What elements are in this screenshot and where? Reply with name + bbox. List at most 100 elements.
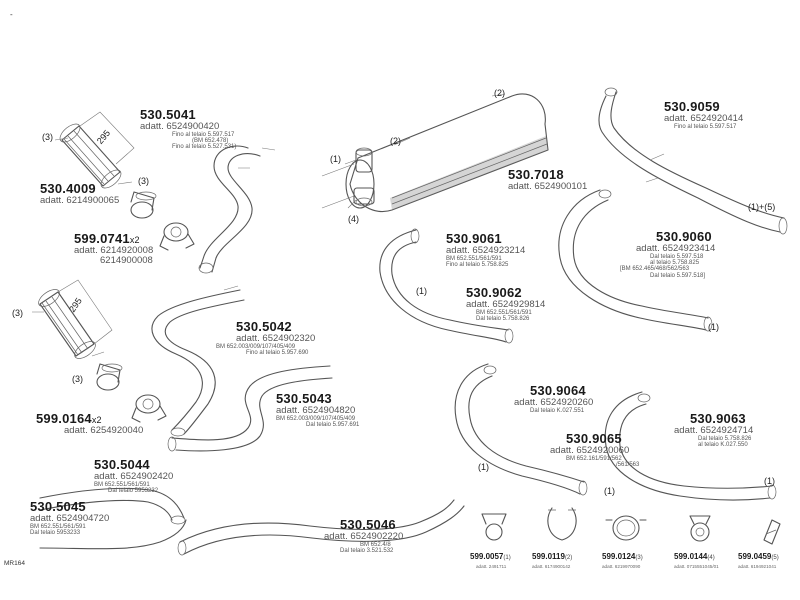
part-number: 530.9064 [530, 383, 586, 398]
callout-1-5: (1)+(5) [748, 202, 776, 212]
part-note: Dal telaio 5953232 [108, 487, 159, 494]
callout-1-9065: (1) [604, 486, 615, 496]
diagram-code: MR164 [4, 560, 25, 567]
part-note: BM 652.551/561/591 [30, 523, 86, 530]
part-adatt-alt: 6214900008 [100, 254, 153, 266]
part-adatt: adatt. 6524904720 [30, 512, 110, 524]
part-number: 530.5042 [236, 319, 292, 334]
part-adatt: adatt. 6524924714 [674, 424, 754, 436]
clamp-icon-599-0144 [689, 515, 711, 542]
part-number: 530.5045 [30, 499, 86, 514]
pipe-530-5046 [177, 499, 465, 556]
callout-1-9061: (1) [416, 286, 427, 296]
part-note: Fino al telaio 5.597.517 [172, 131, 235, 138]
pipe-530-5041 [198, 145, 276, 274]
part-note: (BM 652.478) [192, 137, 229, 144]
clamp-icon-599-0459 [763, 519, 781, 545]
part-label-530-9065: 530.9065 adatt. 6524920060 BM 652.161/59… [550, 431, 640, 468]
part-adatt: adatt. 6524902420 [94, 470, 174, 482]
part-number: 530.4009 [40, 181, 96, 196]
pipe-530-5045 [39, 519, 187, 550]
part-note: Fino al telaio 5.758.825 [446, 261, 509, 268]
callout-2-silencer-end: (2) [494, 88, 505, 98]
part-number: 530.9065 [566, 431, 622, 446]
part-adatt: adatt. 6524904820 [276, 404, 356, 416]
pipe-530-9063 [604, 391, 777, 501]
part-note: al telaio K.027.550 [698, 441, 748, 448]
clamp-qty: (3) [635, 555, 643, 561]
clamp-number: 599.0144 [674, 552, 708, 561]
ring-clamp-599-0164 [96, 363, 167, 423]
pipe-530-9061 [379, 228, 514, 344]
part-label-530-5045: 530.5045 adatt. 6524904720 BM 652.551/56… [30, 500, 109, 536]
part-label-530-5044: 530.5044 adatt. 6524902420 BM 652.551/56… [94, 458, 173, 494]
clamp-icon-599-0119 [547, 507, 577, 541]
part-label-599-0741: 599.0741x2 adatt. 6214920008 6214900008 [74, 232, 153, 266]
part-note: /561/563 [616, 461, 640, 468]
clamp-adatt: adatt. 6174900142 [532, 563, 571, 569]
clamp-adatt: adatt. 6194921041 [738, 563, 777, 569]
silencer-530-7018 [321, 93, 549, 212]
callout-1-silencer: (1) [330, 154, 341, 164]
part-note: Dal telaio 5.597.518 [650, 253, 704, 260]
part-label-530-9060: 530.9060 adatt. 6524923414 Dal telaio 5.… [620, 229, 715, 279]
clamp-adatt: adatt. 2491711 [476, 563, 507, 569]
part-note: Dal telaio 5953233 [30, 529, 81, 536]
clamp-adatt: adatt. 0715551045/01 [674, 563, 719, 569]
part-label-530-5046: 530.5046 adatt. 6524902220 BM 652.4/8 Da… [324, 517, 403, 554]
callout-1-9064: (1) [478, 462, 489, 472]
pipe-530-9064 [454, 363, 588, 496]
pipe-530-5043 [167, 365, 333, 452]
clamp-adatt: adatt. 6219970090 [602, 563, 641, 569]
part-adatt: adatt. 6524902220 [324, 530, 404, 542]
part-adatt: adatt. 6524900420 [140, 120, 220, 132]
part-label-530-9063: 530.9063 adatt. 6524924714 Dal telaio 5.… [674, 412, 753, 448]
pipe-530-5042 [151, 285, 245, 437]
clamp-label-599-0144: 599.0144(4) adatt. 0715551045/01 [674, 546, 719, 569]
part-label-530-5042: 530.5042 adatt. 6524902320 BM 652.003/00… [216, 319, 315, 356]
clamp-number: 599.0057 [470, 552, 504, 561]
part-note: Dal telaio 3.521.532 [340, 547, 394, 554]
part-adatt: adatt. 6524920060 [550, 444, 630, 456]
callout-3-ring: (3) [138, 176, 149, 186]
part-note: Fino al telaio 5.597.517 [674, 123, 737, 130]
part-note: BM 652.551/561/591 [446, 255, 502, 262]
part-adatt: adatt. 6524920414 [664, 112, 744, 124]
part-qty: x2 [129, 235, 140, 245]
callout-4-silencer: (4) [348, 214, 359, 224]
part-number: 530.9059 [664, 99, 720, 114]
part-note: Dal telaio 5.957.691 [306, 421, 360, 428]
part-adatt: adatt. 6214900065 [40, 194, 120, 206]
part-label-530-9059: 530.9059 adatt. 6524920414 Fino al telai… [664, 100, 743, 130]
ring-clamp-599-0741 [130, 191, 195, 251]
clamp-label-599-0057: 599.0057(1) adatt. 2491711 [470, 546, 511, 569]
clamp-label-599-0119: 599.0119(2) adatt. 6174900142 [532, 546, 572, 569]
pipe-530-9060 [558, 177, 713, 332]
part-label-530-9064: 530.9064 adatt. 6524920260 Dal telaio K.… [514, 383, 593, 414]
clamp-number: 599.0119 [532, 552, 565, 561]
part-number: 530.5043 [276, 391, 332, 406]
part-label-530-9061: 530.9061 adatt. 6524923214 BM 652.551/56… [446, 232, 525, 268]
callout-3-lower: (3) [12, 308, 23, 318]
part-note: Dal telaio 5.758.826 [698, 435, 752, 442]
part-label-530-7018: 530.7018 adatt. 6524900101 [508, 168, 587, 192]
part-adatt: adatt. 6524900101 [508, 180, 588, 192]
pipe-530-5044 [39, 487, 186, 525]
part-number: 530.9062 [466, 285, 522, 300]
pipe-530-9059 [598, 87, 788, 235]
part-number: 530.9061 [446, 231, 502, 246]
part-adatt: adatt. 6254920040 [64, 424, 144, 436]
part-label-599-0164: 599.0164x2 adatt. 6254920040 [36, 412, 143, 436]
part-note: Fino al telaio 5.957.690 [246, 349, 309, 356]
callout-3-upper: (3) [42, 132, 53, 142]
part-adatt: adatt. 6524923214 [446, 244, 526, 256]
part-number: 530.9060 [656, 229, 712, 244]
part-number: 530.7018 [508, 167, 564, 182]
clamp-icon-599-0124 [605, 515, 647, 541]
part-number: 530.5046 [340, 517, 396, 532]
clamp-icon-599-0057 [481, 513, 507, 541]
part-note: BM 652.161/591/562 [566, 455, 622, 462]
part-note: BM 652.003/009/107/405/409 [216, 343, 296, 350]
